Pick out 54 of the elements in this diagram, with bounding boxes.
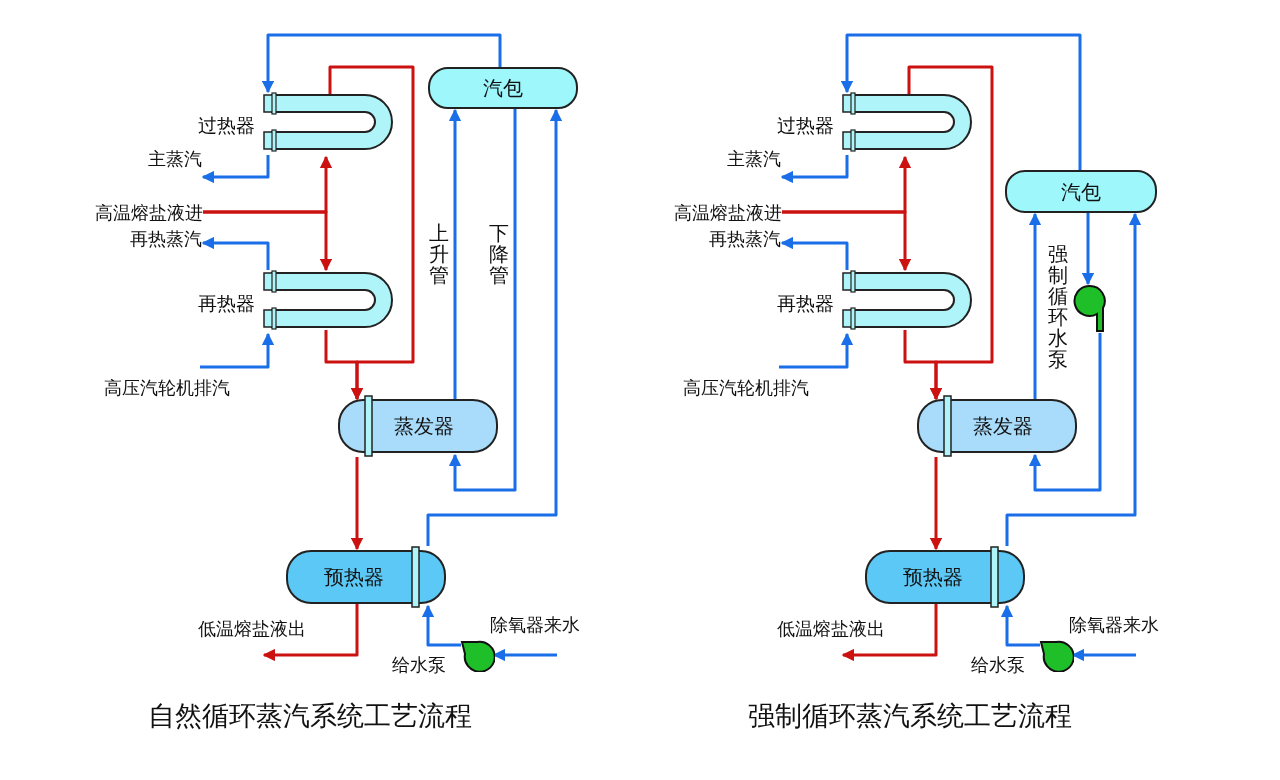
pump-label: 强制循环水泵 <box>1048 244 1068 370</box>
flow-arrow <box>201 155 270 184</box>
stream-label: 主蒸汽 <box>132 150 202 180</box>
flow-arrow <box>324 330 364 401</box>
flow-arrow <box>448 109 517 492</box>
stream-label: 再热蒸汽 <box>685 230 781 260</box>
flow-arrow <box>780 236 849 270</box>
flow-arrow <box>929 457 943 551</box>
stream-label: 除氧器来水 <box>1069 616 1183 656</box>
equipment-label: 蒸发器 <box>973 416 1033 436</box>
flow-arrow <box>203 210 333 272</box>
flow-arrow <box>1005 212 1142 546</box>
stream-label: 主蒸汽 <box>711 150 781 180</box>
flow-arrow <box>1028 333 1102 492</box>
steam-drum: 汽包 <box>428 67 578 109</box>
stream-label: 高压汽轮机排汽 <box>104 367 266 397</box>
flow-arrow <box>840 33 1082 170</box>
flow-arrow <box>350 457 364 551</box>
flow-arrow <box>782 210 912 272</box>
equipment-label: 预热器 <box>903 567 963 587</box>
flow-arrow <box>426 108 563 546</box>
stream-label: 除氧器来水 <box>490 616 604 656</box>
flow-arrow <box>201 236 270 270</box>
flow-arrow <box>261 33 502 94</box>
flow-arrow <box>1000 604 1040 647</box>
equipment-label: 预热器 <box>324 567 384 587</box>
stream-label: 低温熔盐液出 <box>777 620 917 654</box>
equipment-label: 过热器 <box>198 116 255 135</box>
pump-label: 给水泵 <box>392 656 446 674</box>
stream-label: 再热蒸汽 <box>106 230 202 260</box>
caption-label: 自然循环蒸汽系统工艺流程 <box>148 703 472 730</box>
flow-arrow <box>421 604 461 647</box>
equipment-label: 蒸发器 <box>394 416 454 436</box>
steam-drum: 汽包 <box>1005 170 1157 213</box>
flow-arrow <box>262 602 359 662</box>
equipment-label: 过热器 <box>777 116 834 135</box>
flow-arrow <box>780 155 849 184</box>
pump-label: 给水泵 <box>971 656 1025 674</box>
flow-arrow <box>200 332 275 369</box>
flow-arrow <box>448 108 462 400</box>
stream-label: 低温熔盐液出 <box>198 620 338 654</box>
equipment-label: 再热器 <box>777 294 834 313</box>
stream-label: 高温熔盐液进 <box>66 200 203 226</box>
flow-arrow <box>841 602 938 662</box>
equipment-label: 再热器 <box>198 294 255 313</box>
pipe-label: 下降管 <box>488 222 510 287</box>
flow-arrow <box>1028 212 1042 400</box>
flow-arrow <box>779 332 854 369</box>
flow-arrow <box>1081 213 1095 286</box>
caption-label: 强制循环蒸汽系统工艺流程 <box>748 703 1072 730</box>
stream-label: 高温熔盐液进 <box>645 200 782 226</box>
flow-arrow <box>903 330 943 401</box>
pipe-label: 上升管 <box>428 222 450 287</box>
stream-label: 高压汽轮机排汽 <box>683 367 845 397</box>
